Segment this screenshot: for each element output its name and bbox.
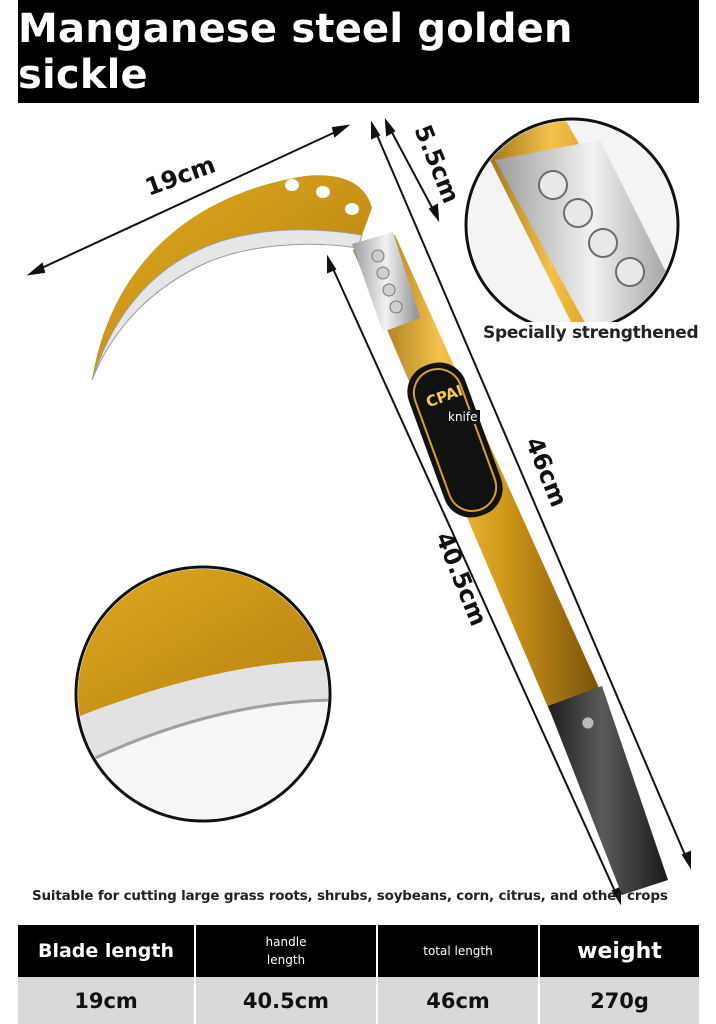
value-blade-length: 19cm bbox=[18, 977, 196, 1024]
header-blade-length: Blade length bbox=[18, 925, 196, 977]
value-total-length: 46cm bbox=[378, 977, 540, 1024]
blade-edge-detail-circle bbox=[74, 565, 332, 823]
spec-table: Blade length handle length total length … bbox=[18, 925, 699, 1024]
header-weight: weight bbox=[540, 925, 699, 977]
usage-description: Suitable for cutting large grass roots, … bbox=[32, 888, 668, 904]
header-total-length: total length bbox=[378, 925, 540, 977]
header-handle-length: handle length bbox=[196, 925, 378, 977]
ferrule-detail-circle bbox=[464, 117, 680, 333]
page-title: Manganese steel golden sickle bbox=[18, 5, 573, 98]
title-banner: Manganese steel golden sickle bbox=[18, 0, 699, 103]
header-handle-line2: length bbox=[266, 953, 306, 967]
handle bbox=[352, 232, 668, 895]
sticker-word: knife bbox=[446, 410, 480, 424]
blade bbox=[91, 175, 372, 381]
strengthened-callout: Specially strengthened bbox=[481, 322, 701, 344]
value-weight: 270g bbox=[540, 977, 699, 1024]
dimension-lines bbox=[26, 117, 691, 906]
value-handle-length: 40.5cm bbox=[196, 977, 378, 1024]
sticker-brand: CPAI bbox=[423, 381, 466, 412]
header-handle-line1: handle bbox=[265, 935, 307, 949]
